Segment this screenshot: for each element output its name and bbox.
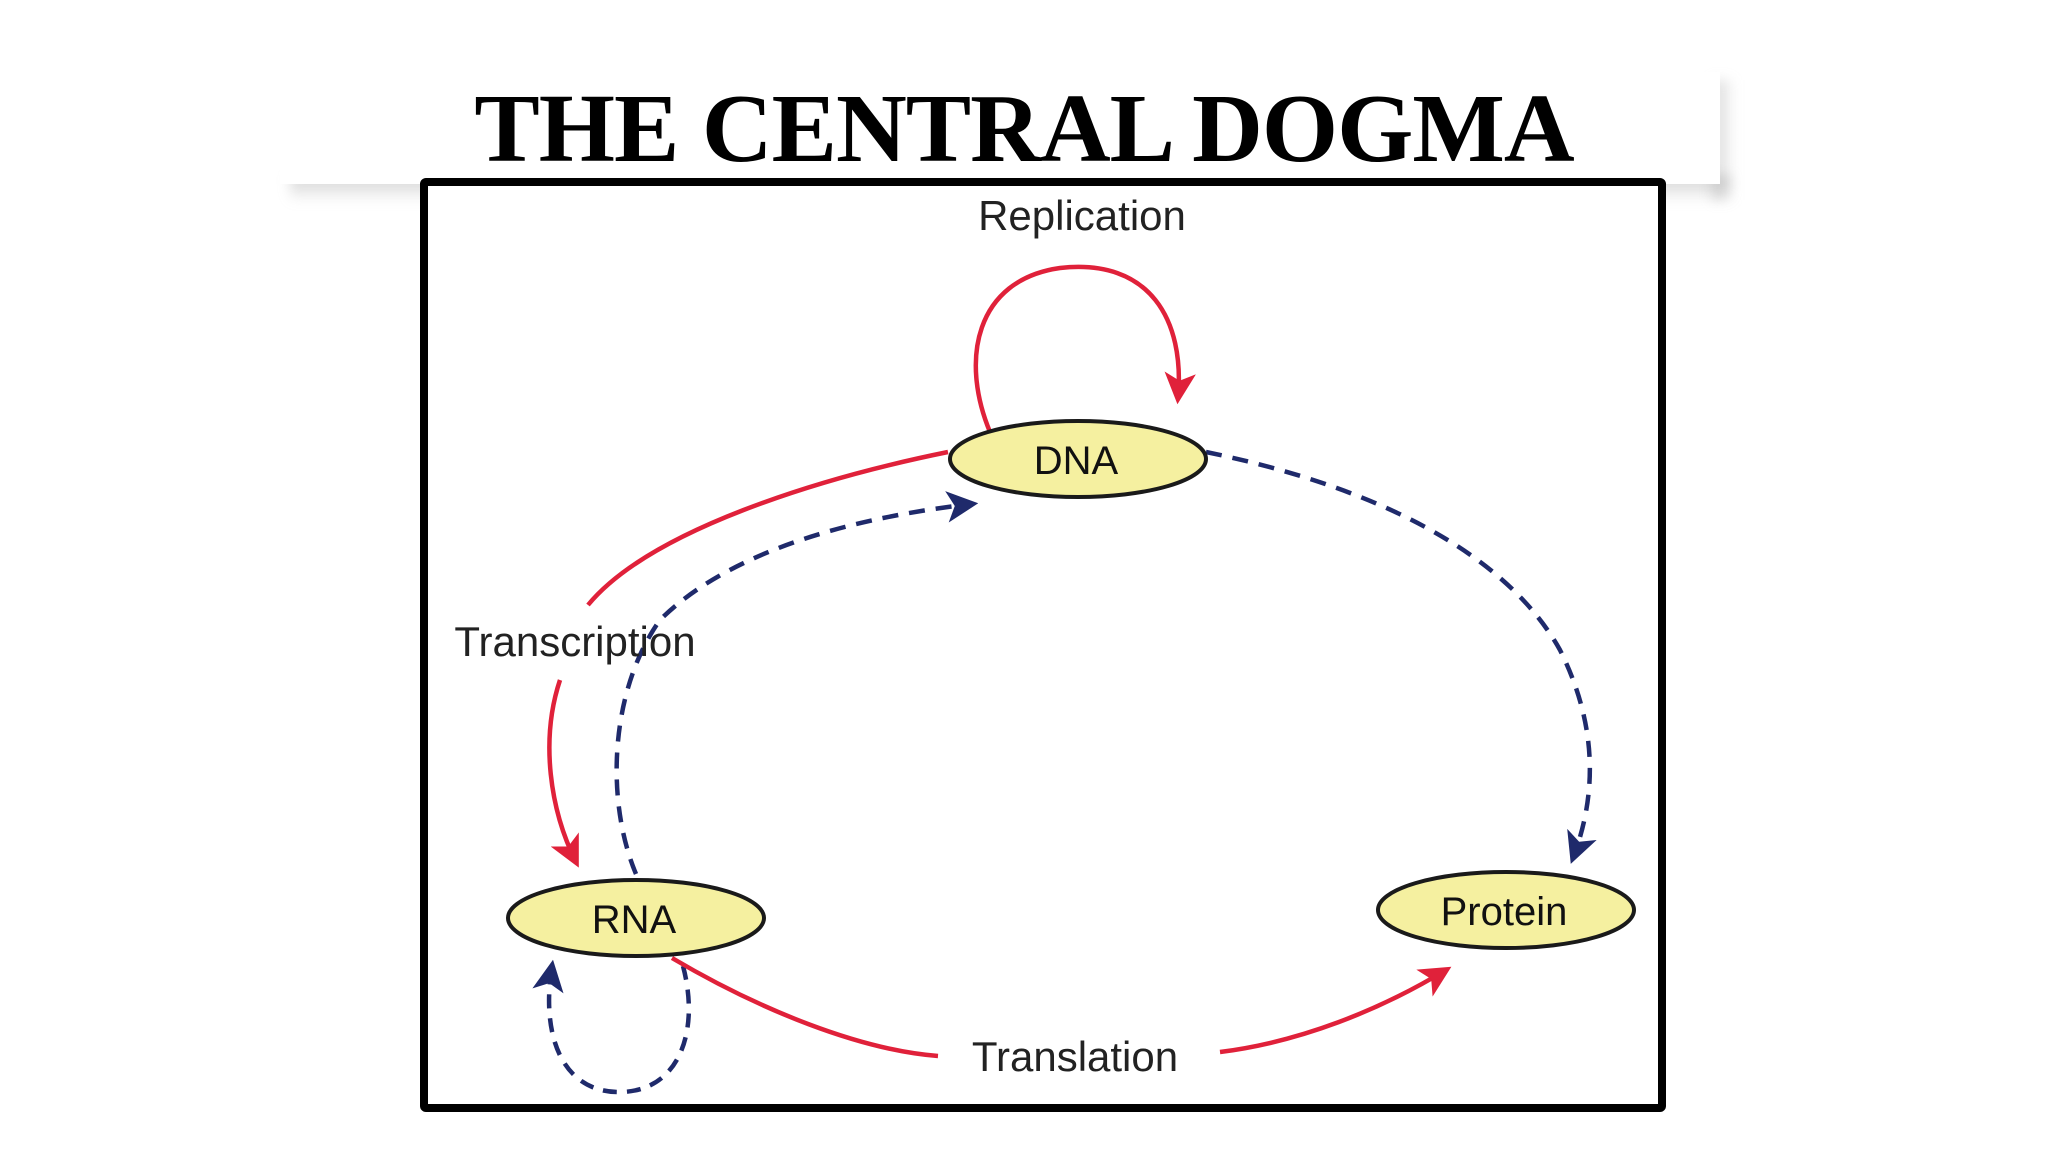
dna-node-label: DNA — [1034, 439, 1119, 483]
rna-replication-arrow — [532, 959, 692, 1095]
transcription-label: Transcription — [454, 618, 695, 665]
protein-node-label: Protein — [1441, 890, 1568, 934]
transcription-arrow-tail — [547, 679, 579, 868]
slide-title: THE CENTRAL DOGMA — [474, 75, 1574, 183]
translation-label: Translation — [972, 1033, 1178, 1080]
replication-label: Replication — [978, 192, 1186, 239]
reverse-transcription-arrow — [614, 491, 979, 875]
title-band — [280, 72, 1720, 184]
transcription-arrow — [586, 449, 949, 607]
rna-node-label: RNA — [592, 898, 677, 942]
replication-arrow — [973, 264, 1196, 433]
protein-node: Protein — [1376, 870, 1636, 950]
translation-arrow-head-segment — [1219, 966, 1452, 1055]
translation-arrow — [670, 956, 939, 1059]
dna-to-protein-arrow — [1205, 449, 1597, 864]
dna-node: DNA — [948, 419, 1208, 499]
rna-node: RNA — [506, 878, 766, 958]
